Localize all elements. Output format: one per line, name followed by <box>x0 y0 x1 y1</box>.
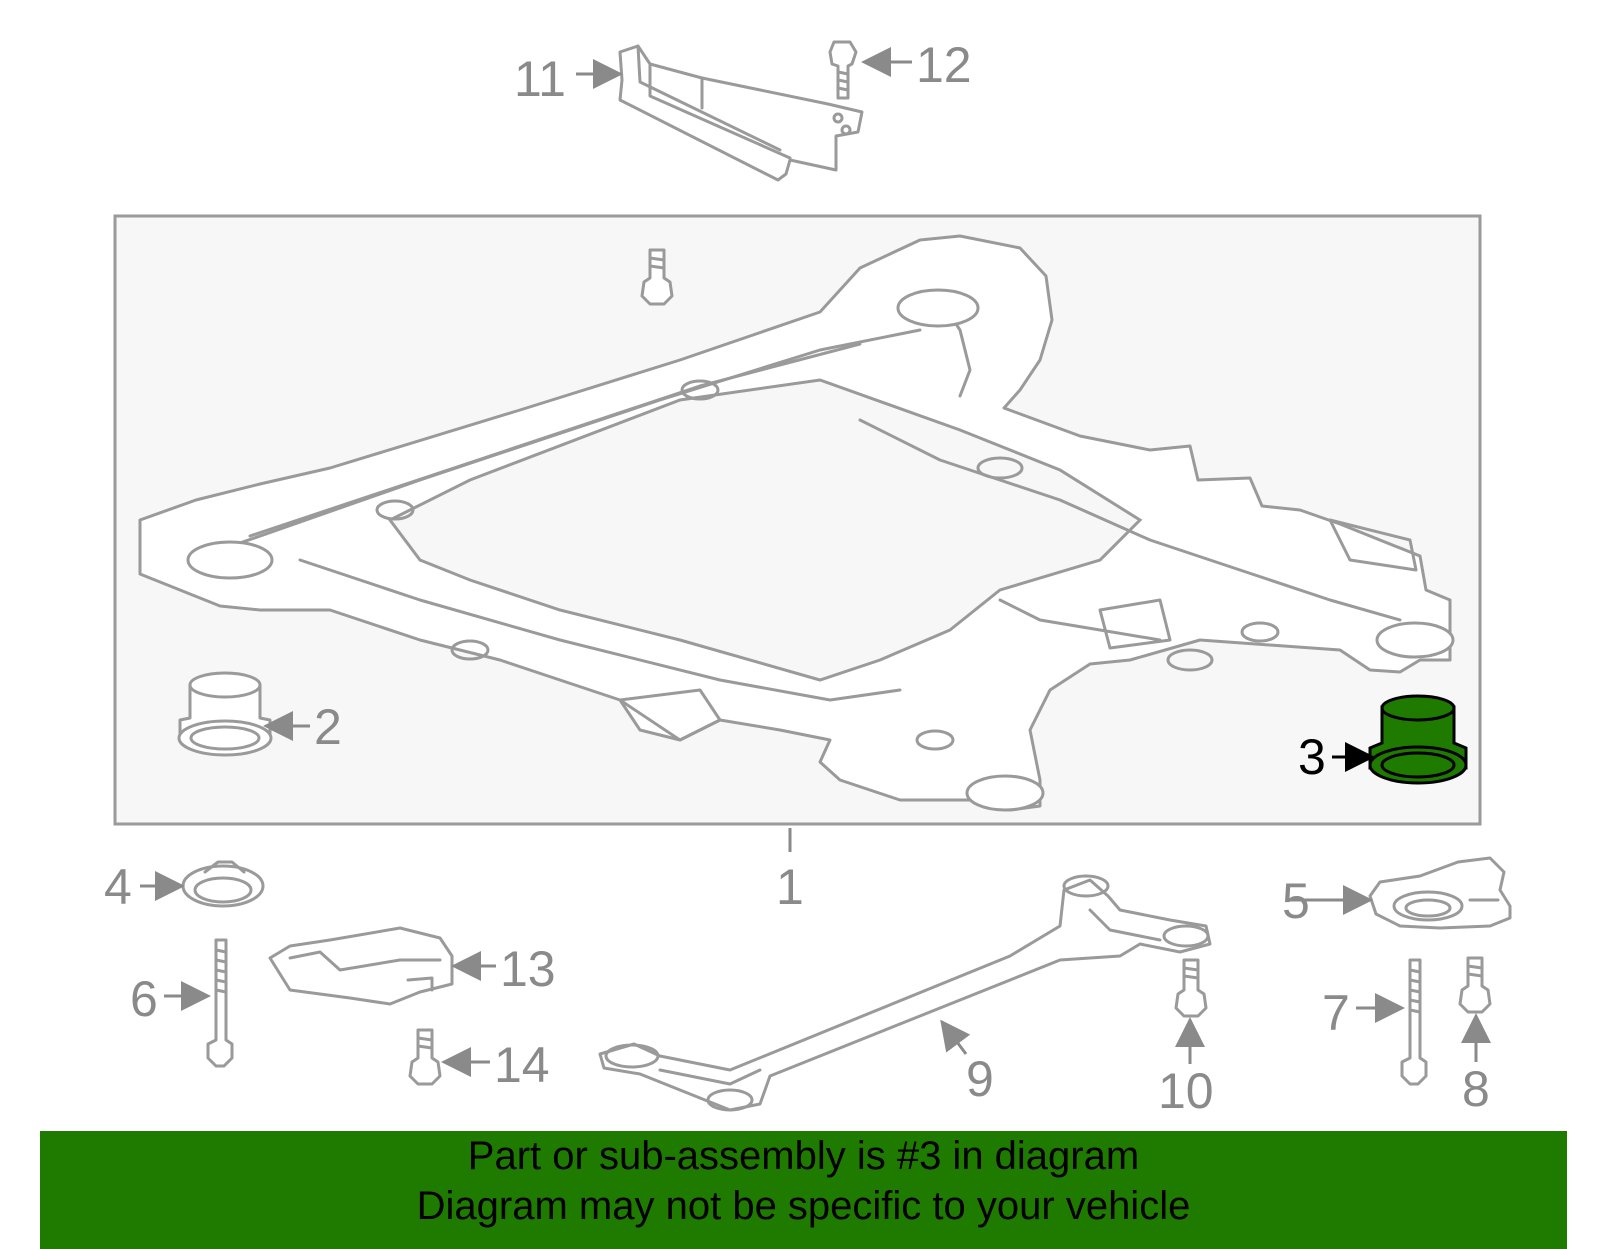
callout-12: 12 <box>916 37 972 93</box>
part-10-bolt <box>1174 958 1208 1018</box>
callout-5: 5 <box>1282 873 1310 929</box>
part-13-shield <box>268 926 454 1006</box>
callout-10: 10 <box>1158 1063 1214 1119</box>
leader-lines <box>140 47 1491 1077</box>
frame-bolt <box>640 248 674 306</box>
part-4-washer <box>181 860 265 908</box>
part-2-bushing <box>177 671 273 757</box>
part-14-bolt <box>408 1028 442 1086</box>
callout-6: 6 <box>130 971 158 1027</box>
part-5-plate <box>1368 856 1512 930</box>
callout-14: 14 <box>494 1037 550 1093</box>
part-3-bushing-highlighted[interactable] <box>1368 694 1468 785</box>
part-9-brace <box>598 874 1212 1112</box>
part-6-long-bolt <box>206 938 234 1068</box>
callout-4: 4 <box>104 859 132 915</box>
parts-diagram: 1 2 3 4 5 6 7 8 9 10 11 12 13 14 <box>104 37 1512 1119</box>
banner-line-1: Part or sub-assembly is #3 in diagram <box>467 1134 1140 1178</box>
info-banner: Part or sub-assembly is #3 in diagram Di… <box>40 1131 1567 1249</box>
callout-11: 11 <box>514 51 566 107</box>
part-12-bolt <box>828 40 858 100</box>
part-8-bolt <box>1458 956 1492 1014</box>
part-11-bracket <box>618 44 864 182</box>
part-7-long-bolt <box>1400 958 1428 1086</box>
callout-8: 8 <box>1462 1061 1490 1117</box>
part-1-subframe <box>138 234 1455 812</box>
callout-7: 7 <box>1322 985 1350 1041</box>
callout-13: 13 <box>500 941 556 997</box>
callout-3[interactable]: 3 <box>1298 729 1326 785</box>
callout-1: 1 <box>776 859 804 915</box>
callout-labels: 1 2 3 4 5 6 7 8 9 10 11 12 13 14 <box>104 37 1490 1119</box>
callout-9: 9 <box>966 1051 994 1107</box>
callout-2: 2 <box>314 699 342 755</box>
banner-line-2: Diagram may not be specific to your vehi… <box>416 1184 1191 1228</box>
